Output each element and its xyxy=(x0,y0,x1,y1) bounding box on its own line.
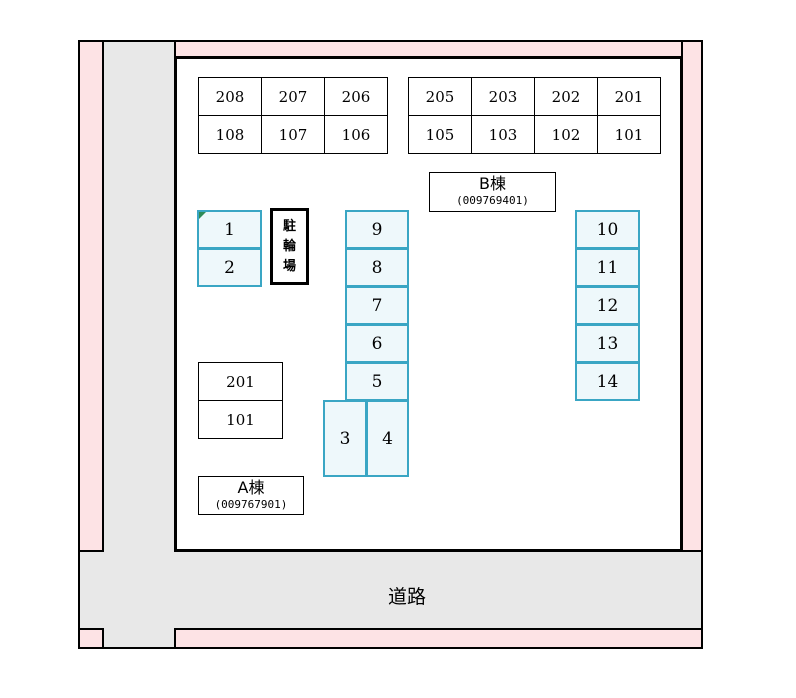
parking-spot-12[interactable]: 12 xyxy=(575,286,640,325)
bicycle-parking: 駐 輪 場 xyxy=(270,208,309,285)
parking-spot-6[interactable]: 6 xyxy=(345,324,409,363)
unit-b-207: 207 xyxy=(261,77,325,116)
parking-spot-8[interactable]: 8 xyxy=(345,248,409,287)
unit-b-101: 101 xyxy=(597,115,661,154)
unit-b-202: 202 xyxy=(534,77,598,116)
boundary-left xyxy=(78,40,104,552)
boundary-bottom xyxy=(174,628,703,649)
road-label: 道路 xyxy=(388,586,427,608)
unit-a-201: 201 xyxy=(198,362,283,401)
parking-spot-2[interactable]: 2 xyxy=(197,248,262,287)
unit-b-103: 103 xyxy=(471,115,535,154)
boundary-bottom-left xyxy=(78,628,104,649)
parking-spot-1[interactable]: 1 xyxy=(197,210,262,249)
unit-b-108: 108 xyxy=(198,115,262,154)
building-a-name: A棟 xyxy=(237,478,265,497)
unit-b-205: 205 xyxy=(408,77,472,116)
corner-marker-icon xyxy=(199,212,206,219)
building-a-label: A棟 (009767901) xyxy=(198,476,304,515)
bicycle-parking-char-2: 輪 xyxy=(282,238,296,254)
unit-b-106: 106 xyxy=(324,115,388,154)
parking-spot-11[interactable]: 11 xyxy=(575,248,640,287)
parking-spot-7[interactable]: 7 xyxy=(345,286,409,325)
unit-b-203: 203 xyxy=(471,77,535,116)
unit-b-105: 105 xyxy=(408,115,472,154)
unit-b-102: 102 xyxy=(534,115,598,154)
parking-spot-10[interactable]: 10 xyxy=(575,210,640,249)
unit-b-206: 206 xyxy=(324,77,388,116)
road-junction xyxy=(104,548,174,632)
parking-spot-14[interactable]: 14 xyxy=(575,362,640,401)
unit-b-208: 208 xyxy=(198,77,262,116)
unit-b-201: 201 xyxy=(597,77,661,116)
side-road xyxy=(102,40,176,649)
building-a-code: (009767901) xyxy=(214,498,288,511)
parking-spot-3[interactable]: 3 xyxy=(323,400,367,477)
bicycle-parking-char-1: 駐 xyxy=(282,218,296,234)
building-b-name: B棟 xyxy=(479,174,506,193)
building-b-label: B棟 (009769401) xyxy=(429,172,556,212)
bicycle-parking-char-3: 場 xyxy=(282,258,296,274)
parking-spot-4[interactable]: 4 xyxy=(366,400,409,477)
parking-spot-5[interactable]: 5 xyxy=(345,362,409,401)
parking-spot-13[interactable]: 13 xyxy=(575,324,640,363)
unit-b-107: 107 xyxy=(261,115,325,154)
unit-a-101: 101 xyxy=(198,400,283,439)
building-b-code: (009769401) xyxy=(456,194,529,207)
boundary-right xyxy=(681,40,703,552)
parking-spot-9[interactable]: 9 xyxy=(345,210,409,249)
main-road xyxy=(78,550,703,630)
